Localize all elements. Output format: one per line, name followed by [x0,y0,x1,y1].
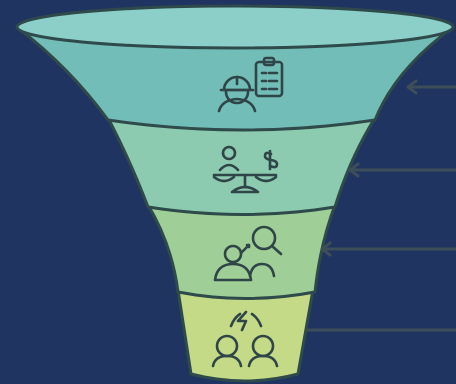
left-arrow-icon [348,162,456,178]
funnel-tier-1 [16,26,454,132]
pointers [306,79,456,332]
funnel-tier-4 [176,288,315,383]
funnel-tier-2 [106,116,377,216]
worker-clipboard-icon [217,56,284,113]
people-search-icon [213,225,283,282]
left-arrow-icon [320,241,456,257]
person-balance-dollar-icon [212,145,279,194]
team-lightning-icon [211,310,279,368]
funnel-rim [15,4,455,50]
left-arrow-icon [406,79,456,95]
funnel-tiers [15,4,455,383]
